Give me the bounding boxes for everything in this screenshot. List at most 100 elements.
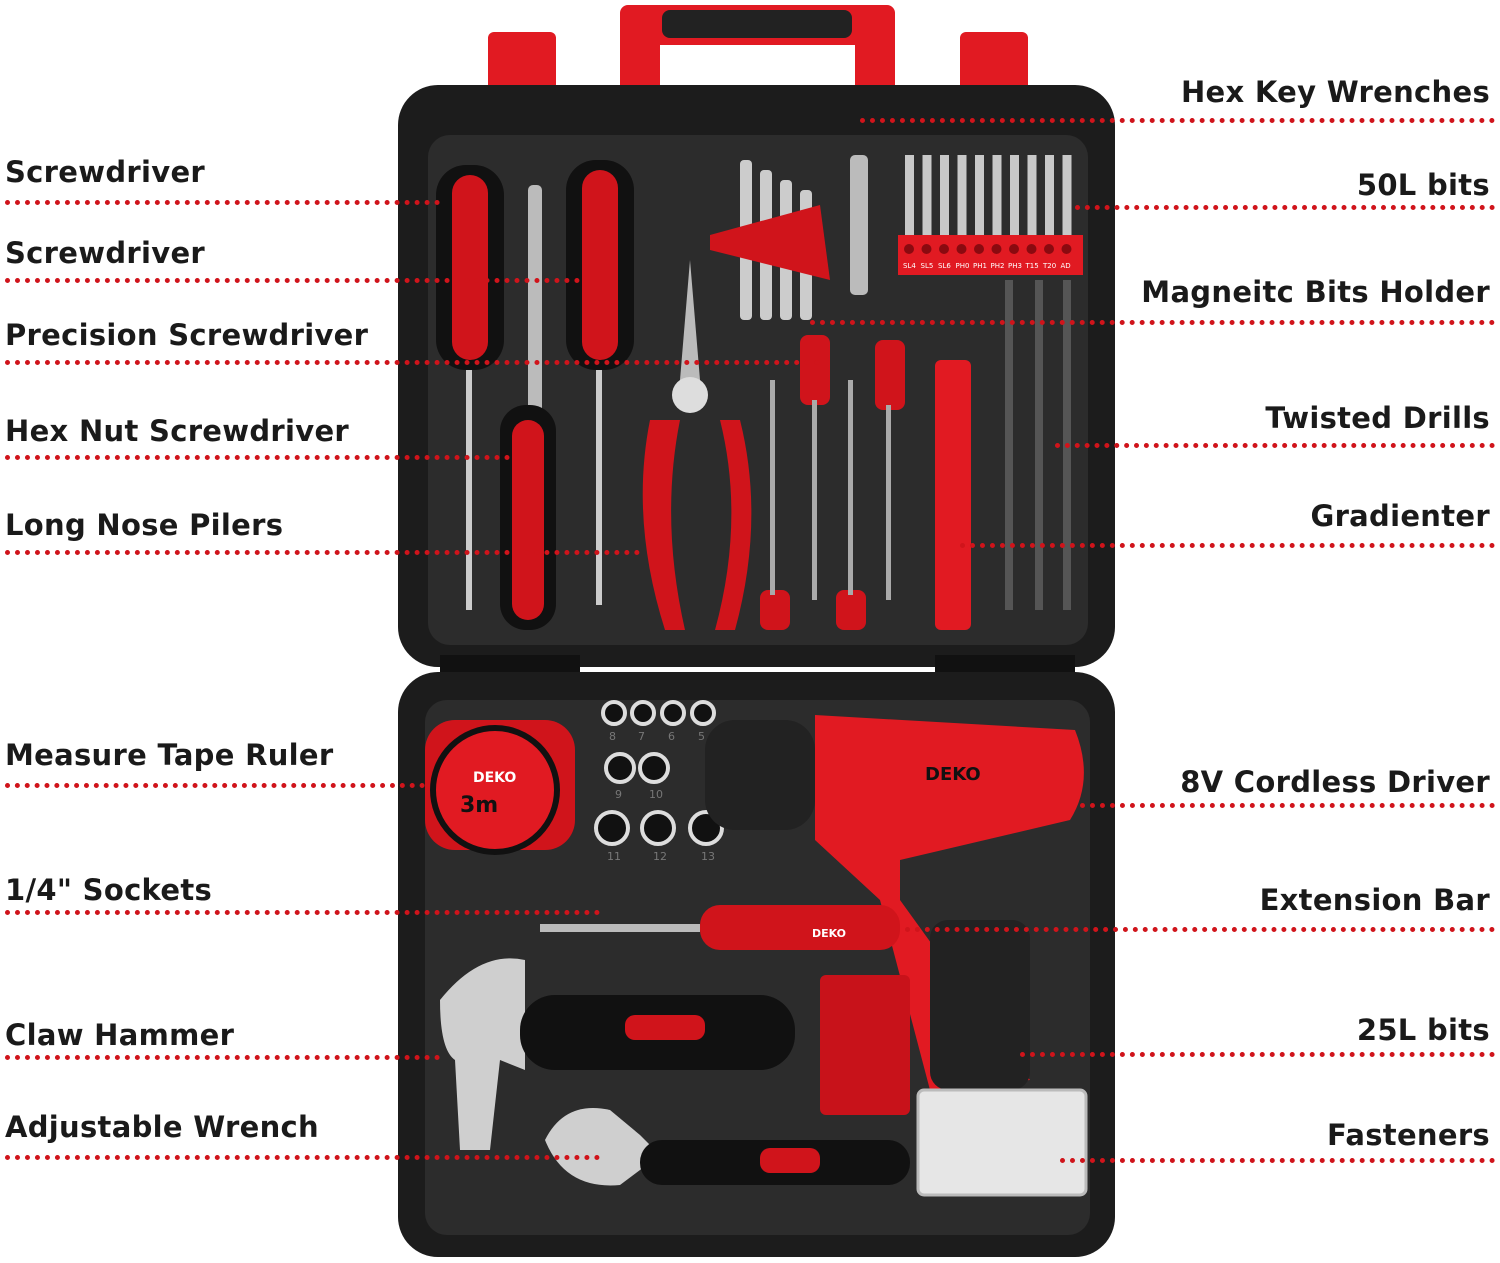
bit-label: PH3 — [1008, 262, 1022, 270]
socket-size: 6 — [668, 730, 675, 743]
fasteners-box — [916, 1088, 1088, 1197]
bit-label: PH0 — [956, 262, 970, 270]
callout-label-left: Long Nose Pilers — [5, 508, 284, 542]
measure-tape: DEKO 3m — [425, 720, 575, 855]
bit-label: T20 — [1042, 262, 1056, 270]
callout-line — [5, 783, 425, 788]
socket-size: 10 — [649, 788, 663, 801]
callout-label-right: 50L bits — [1356, 168, 1490, 202]
callout-label-left: Hex Nut Screwdriver — [5, 414, 350, 448]
callout-line — [1020, 1052, 1495, 1057]
callout-label-left: Measure Tape Ruler — [5, 738, 334, 772]
gradienter-level — [935, 360, 971, 630]
bit-label: AD — [1061, 262, 1071, 270]
bit — [975, 155, 984, 237]
callout-line — [5, 278, 580, 283]
callout-label-right: Hex Key Wrenches — [1180, 75, 1490, 109]
socket-size: 9 — [615, 788, 622, 801]
socket — [638, 752, 670, 784]
callout-label-right: 8V Cordless Driver — [1180, 765, 1490, 799]
bit-slot — [921, 244, 932, 254]
bit-slot — [1009, 244, 1019, 254]
tape-brand: DEKO — [473, 770, 516, 786]
callout-label-right: Gradienter — [1310, 499, 1490, 533]
bit — [940, 155, 949, 237]
bit-label: PH2 — [991, 262, 1005, 270]
bit-label: SL6 — [938, 262, 951, 270]
socket — [601, 700, 627, 726]
hex-key-wrenches — [710, 160, 830, 320]
driver-brand: DEKO — [925, 764, 981, 785]
bit-slot — [1026, 244, 1037, 254]
socket — [640, 810, 676, 846]
bits-25l-holder — [820, 975, 910, 1115]
bit-slot — [956, 244, 967, 254]
socket-size: 5 — [698, 730, 705, 743]
bit-label: SL4 — [903, 262, 916, 270]
callout-line — [1080, 803, 1495, 808]
callout-label-left: Precision Screwdriver — [5, 318, 369, 352]
socket — [660, 700, 686, 726]
socket — [630, 700, 656, 726]
bit — [922, 155, 932, 237]
claw-hammer — [440, 958, 795, 1150]
bit — [1045, 155, 1054, 237]
sockets-set: 8 7 6 5 9 10 11 12 13 — [594, 700, 724, 863]
extension-bar: DEKO — [540, 905, 900, 950]
callout-line — [5, 910, 600, 915]
callout-line — [5, 1155, 600, 1160]
bit — [957, 155, 967, 237]
callout-line — [905, 927, 1495, 932]
bit-label: SL5 — [921, 262, 934, 270]
bit-slot — [1044, 244, 1054, 254]
cordless-driver: DEKO — [705, 715, 1084, 1090]
callout-label-left: Adjustable Wrench — [5, 1110, 319, 1144]
socket-size: 12 — [653, 850, 667, 863]
callout-label-left: Claw Hammer — [5, 1018, 235, 1052]
screwdriver-2 — [566, 160, 634, 605]
bit-slot — [991, 244, 1002, 254]
socket — [594, 810, 630, 846]
extension-bar-brand: DEKO — [812, 927, 846, 940]
callout-line — [810, 320, 1495, 325]
bit — [1027, 155, 1037, 237]
callout-line — [1075, 205, 1495, 210]
bit-label: PH1 — [973, 262, 987, 270]
callout-label-left: 1/4" Sockets — [5, 873, 213, 907]
callout-label-left: Screwdriver — [5, 155, 206, 189]
callout-line — [5, 550, 640, 555]
callout-line — [5, 200, 440, 205]
bit-slot — [1061, 244, 1072, 254]
long-nose-pliers — [642, 260, 752, 630]
callout-label-right: Extension Bar — [1259, 883, 1490, 917]
callout-label-left: Screwdriver — [5, 236, 206, 270]
socket-size: 8 — [609, 730, 616, 743]
tape-size: 3m — [460, 793, 498, 818]
callout-label-right: 25L bits — [1356, 1013, 1490, 1047]
bit-slot — [904, 244, 914, 254]
hex-nut-screwdriver — [500, 405, 556, 630]
bit — [1062, 155, 1072, 237]
callout-label-right: Fasteners — [1326, 1118, 1490, 1152]
socket-size: 7 — [638, 730, 645, 743]
callout-line — [1055, 443, 1495, 448]
callout-line — [1060, 1158, 1495, 1163]
callout-label-right: Twisted Drills — [1265, 401, 1490, 435]
screwdriver-1 — [436, 165, 504, 610]
bit — [1010, 155, 1019, 237]
bit-label: T15 — [1025, 262, 1039, 270]
socket-size: 11 — [607, 850, 621, 863]
bit — [992, 155, 1002, 237]
callout-line — [960, 543, 1495, 548]
socket — [690, 700, 716, 726]
callout-label-right: Magneitc Bits Holder — [1141, 275, 1490, 309]
adjustable-wrench — [545, 1108, 910, 1186]
magnetic-bits-holder — [850, 155, 868, 295]
callout-line — [860, 118, 1495, 123]
callout-line — [5, 455, 510, 460]
bit-slot — [974, 244, 984, 254]
socket-size: 13 — [701, 850, 715, 863]
socket — [604, 752, 636, 784]
